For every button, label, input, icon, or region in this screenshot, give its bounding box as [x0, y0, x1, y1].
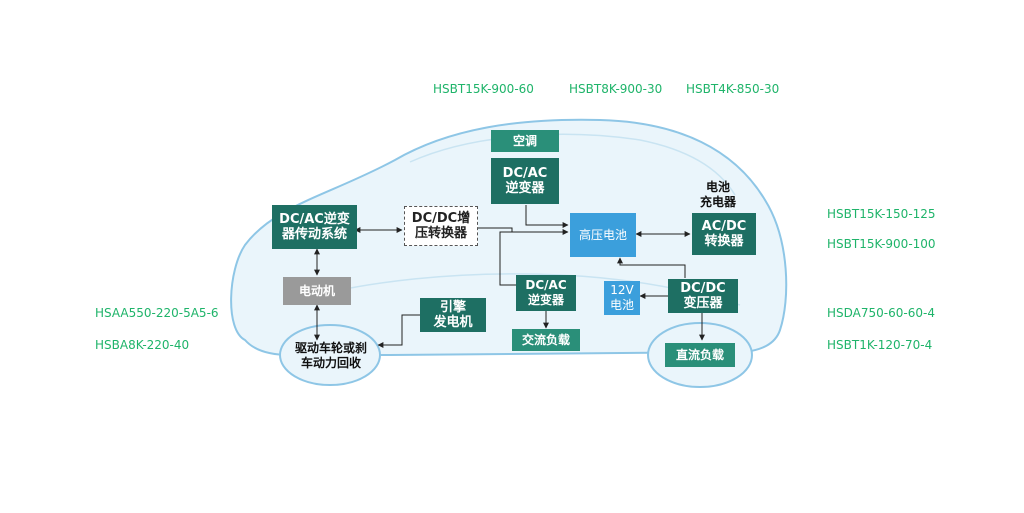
part-label-hsbt15k-900-60: HSBT15K-900-60: [433, 82, 534, 96]
conn-boost-battery: [478, 227, 569, 235]
acdc-converter-box: AC/DC 转换器: [692, 213, 756, 255]
dc-load-box: 直流负载: [665, 343, 735, 367]
dcdc-transformer-box: DC/DC 变压器: [668, 279, 738, 313]
high-voltage-battery-box: 高压电池: [570, 213, 636, 257]
part-label-hsbt15k-900-100: HSBT15K-900-100: [827, 237, 936, 251]
part-label-hsbt15k-150-125: HSBT15K-150-125: [827, 207, 936, 221]
part-label-hsda750-60-60-4: HSDA750-60-60-4: [827, 306, 935, 320]
electric-motor-box: 电动机: [283, 277, 351, 305]
ac-load-box: 交流负载: [512, 329, 580, 351]
conn-dcdc-battery: [617, 257, 686, 278]
engine-generator-box: 引擎 发电机: [420, 298, 486, 332]
dcac-inverter-mid-box: DC/AC 逆变器: [516, 275, 576, 311]
part-label-hsbt8k-900-30: HSBT8K-900-30: [569, 82, 663, 96]
dcac-drive-system-box: DC/AC逆变 器传动系统: [272, 205, 357, 249]
conn-gen-wheel: [377, 314, 420, 348]
part-label-hsbt1k-120-70-4: HSBT1K-120-70-4: [827, 338, 933, 352]
dcdc-boost-converter-box: DC/DC增 压转换器: [404, 206, 478, 246]
drive-wheel-regen-label: 驱动车轮或刹 车动力回收: [294, 341, 367, 370]
part-label-hsaa550-220-5a5-6: HSAA550-220-5A5-6: [95, 306, 219, 320]
part-label-hsba8k-220-40: HSBA8K-220-40: [95, 338, 190, 352]
battery-12v-box: 12V 电池: [604, 281, 640, 315]
car-window-line: [409, 133, 736, 196]
conn-dcac-battery: [525, 205, 569, 228]
aircon-box: 空调: [491, 130, 559, 152]
battery-charger-title: 电池 充电器: [699, 180, 736, 209]
front-wheel: [279, 324, 381, 386]
part-label-hsbt4k-850-30: HSBT4K-850-30: [686, 82, 780, 96]
conn-battery-dcac-mid: [499, 231, 520, 286]
dcac-inverter-top-box: DC/AC 逆变器: [491, 158, 559, 204]
